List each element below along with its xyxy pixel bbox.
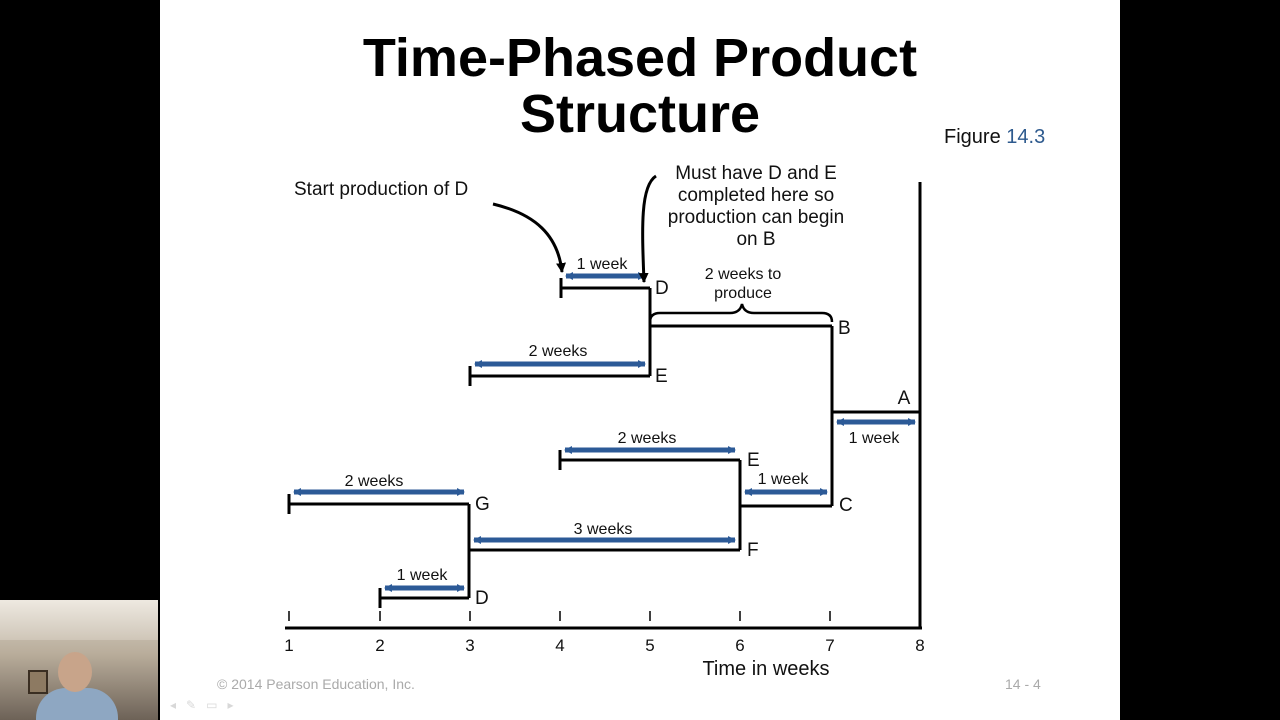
slide-page-number: 14 - 4	[1005, 676, 1041, 692]
slide-title-line-1: Time-Phased Product	[362, 28, 918, 88]
node-label-d-top: D	[655, 278, 669, 299]
node-label-f: F	[747, 540, 759, 561]
copyright-footer: © 2014 Pearson Education, Inc.	[217, 676, 415, 692]
start-production-callout-arrow	[492, 202, 566, 273]
webcam-presenter-body	[36, 688, 118, 720]
must-have-callout-arrow	[638, 174, 657, 283]
node-label-e-mid: E	[747, 450, 760, 471]
duration-label-e-top: 2 weeks	[529, 343, 588, 360]
tick-label-4: 4	[555, 636, 564, 655]
figure-number: 14.3	[1006, 126, 1046, 148]
next-icon[interactable]: ▸	[227, 698, 244, 712]
node-label-g: G	[475, 494, 490, 515]
tick-label-7: 7	[825, 636, 834, 655]
duration-label-d-bottom: 1 week	[397, 567, 449, 584]
menu-icon[interactable]: ▭	[206, 698, 228, 712]
b-duration-brace	[648, 303, 834, 323]
product-structure-diagram: 1 2 3 4 5 6 7 8 Time in weeks A B C D E …	[284, 163, 924, 680]
node-label-d-bottom: D	[475, 588, 489, 609]
webcam-ceiling	[0, 600, 158, 640]
prev-icon[interactable]: ◂	[170, 698, 187, 712]
duration-label-g: 2 weeks	[345, 473, 404, 490]
duration-arrows	[293, 272, 916, 592]
slide-title-line-2: Structure	[519, 84, 761, 144]
two-weeks-note-line-1: 2 weeks to	[705, 266, 782, 283]
tick-label-8: 8	[915, 636, 924, 655]
node-label-b: B	[838, 318, 851, 339]
node-label-e-top: E	[655, 366, 668, 387]
presenter-webcam-icon	[0, 600, 158, 720]
tick-label-5: 5	[645, 636, 654, 655]
start-production-note: Start production of D	[294, 179, 468, 200]
duration-label-e-mid: 2 weeks	[618, 430, 677, 447]
duration-label-c: 1 week	[758, 471, 810, 488]
duration-label-d-top: 1 week	[577, 256, 629, 273]
must-have-note-line-1: Must have D and E	[675, 163, 837, 184]
node-label-c: C	[839, 495, 853, 516]
time-axis-title: Time in weeks	[702, 658, 829, 680]
pen-icon[interactable]: ✎	[186, 698, 207, 712]
tick-label-6: 6	[735, 636, 744, 655]
structure-lines	[285, 182, 922, 630]
two-weeks-note-line-2: produce	[714, 285, 772, 302]
tick-label-1: 1	[284, 636, 293, 655]
slide: Time-Phased Product Structure Figure 14.…	[160, 0, 1120, 720]
must-have-note-line-4: on B	[736, 229, 775, 250]
duration-label-a: 1 week	[849, 430, 901, 447]
tick-label-3: 3	[465, 636, 474, 655]
node-label-a: A	[898, 388, 911, 409]
webcam-picture-frame	[28, 670, 48, 694]
webcam-presenter-head	[58, 652, 92, 692]
axis-ticks	[288, 611, 831, 621]
must-have-note-line-3: production can begin	[668, 207, 844, 228]
tick-label-2: 2	[375, 636, 384, 655]
player-controls[interactable]: ◂✎▭▸	[170, 698, 243, 712]
must-have-note-line-2: completed here so	[678, 185, 834, 206]
figure-label: Figure 14.3	[944, 126, 1045, 149]
duration-label-f: 3 weeks	[574, 521, 633, 538]
figure-prefix: Figure	[944, 126, 1001, 148]
